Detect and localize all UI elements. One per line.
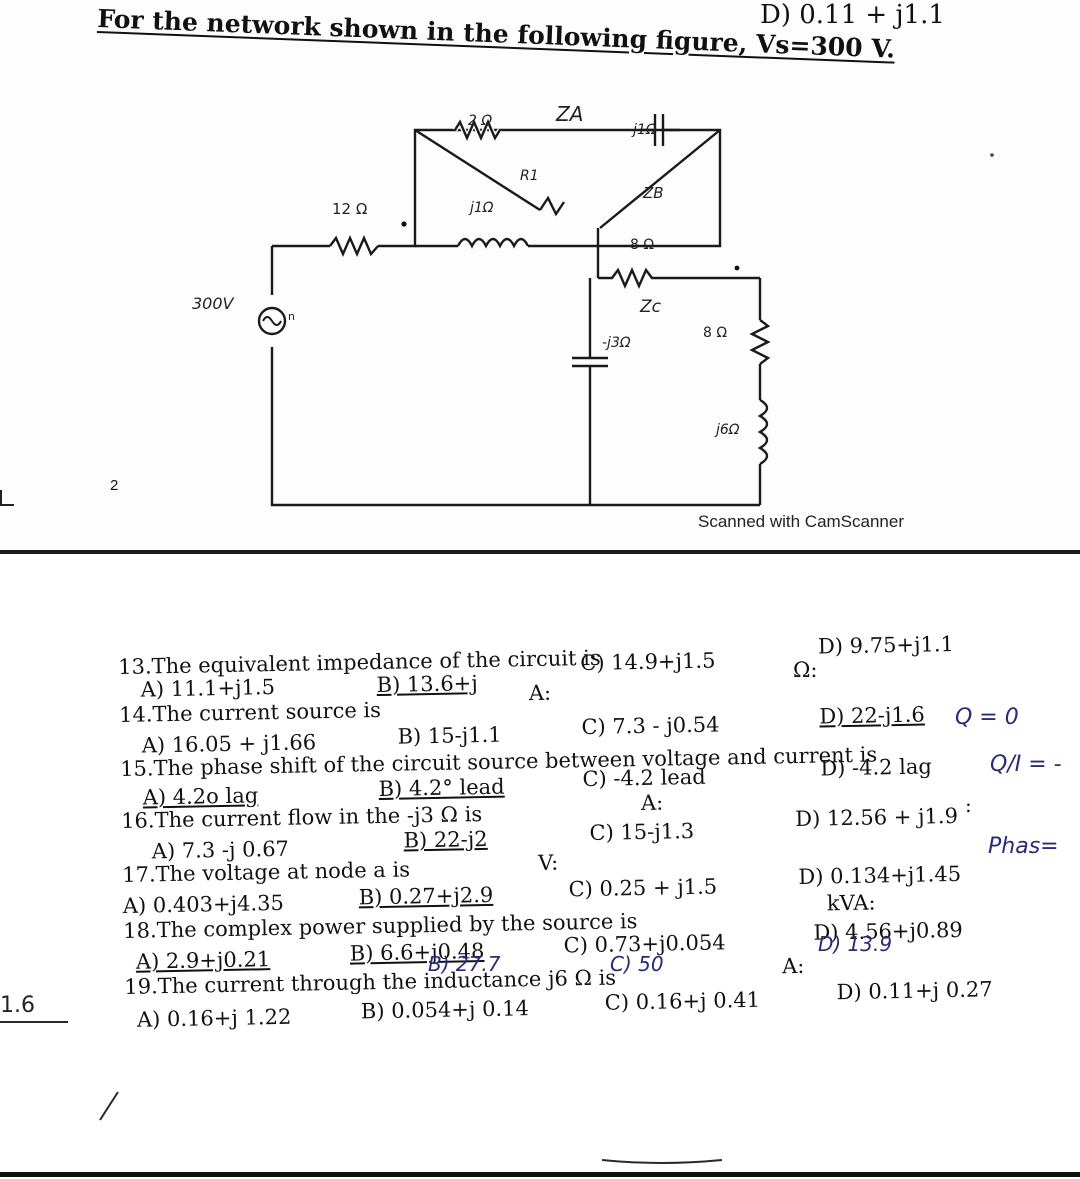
inductor-j1 — [456, 237, 530, 249]
questions-panel — [0, 554, 1080, 1179]
note-phase: Phas= — [988, 834, 1059, 859]
label-zb: ZB — [643, 184, 664, 202]
circuit-diagram — [257, 114, 994, 507]
label-zc: Zc — [640, 297, 661, 317]
bottom-border — [0, 1172, 1080, 1177]
voltage-source-icon — [257, 306, 287, 336]
resistor-2 — [453, 119, 502, 141]
node-dot — [401, 221, 407, 227]
label-cap-j3: -j3Ω — [602, 335, 631, 351]
label-ind-j1: j1Ω — [470, 200, 494, 216]
node-dot — [734, 265, 740, 271]
page-number: 2 — [110, 477, 119, 494]
label-za: ZA — [556, 102, 584, 126]
label-node-n: n — [288, 310, 295, 323]
resistor-12 — [329, 235, 379, 257]
q15-colon: : — [965, 793, 972, 817]
note-q-zero: Q = 0 — [955, 705, 1019, 730]
note-q17-b: B) 27.7 — [428, 952, 501, 976]
label-12ohm: 12 Ω — [332, 200, 368, 218]
label-8ohm-a: 8 Ω — [630, 237, 655, 253]
wire-bottom — [270, 347, 760, 507]
omega-unit: Ω: — [793, 658, 818, 682]
margin-mark: 1.6 — [0, 993, 35, 1018]
wire-bridge — [378, 128, 722, 248]
label-2ohm: 2 Ω — [468, 113, 493, 129]
prev-answer-choice: D) 0.11 + j1.1 — [760, 0, 945, 30]
resistor-8b — [749, 319, 771, 365]
inductor-j6 — [757, 398, 769, 466]
note-q16-d: D) 13.9 — [818, 932, 893, 956]
image-divider — [0, 550, 1080, 554]
label-cap-j1: -j1Ω — [628, 122, 657, 138]
resistor-8a — [598, 267, 760, 289]
note-q17-c: C) 50 — [610, 952, 664, 976]
scanned-figure-panel: D) 0.11 + j1.1 For the network shown in … — [0, 0, 1080, 552]
scanner-watermark: Scanned with CamScanner — [698, 512, 905, 531]
label-source: 300V — [192, 294, 234, 313]
label-r1: R1 — [520, 168, 539, 184]
label-ind-j6: j6Ω — [716, 422, 740, 438]
label-8ohm-b: 8 Ω — [703, 325, 728, 341]
note-q-over-i: Q/I = - — [990, 752, 1062, 777]
corner-mark — [0, 490, 14, 506]
